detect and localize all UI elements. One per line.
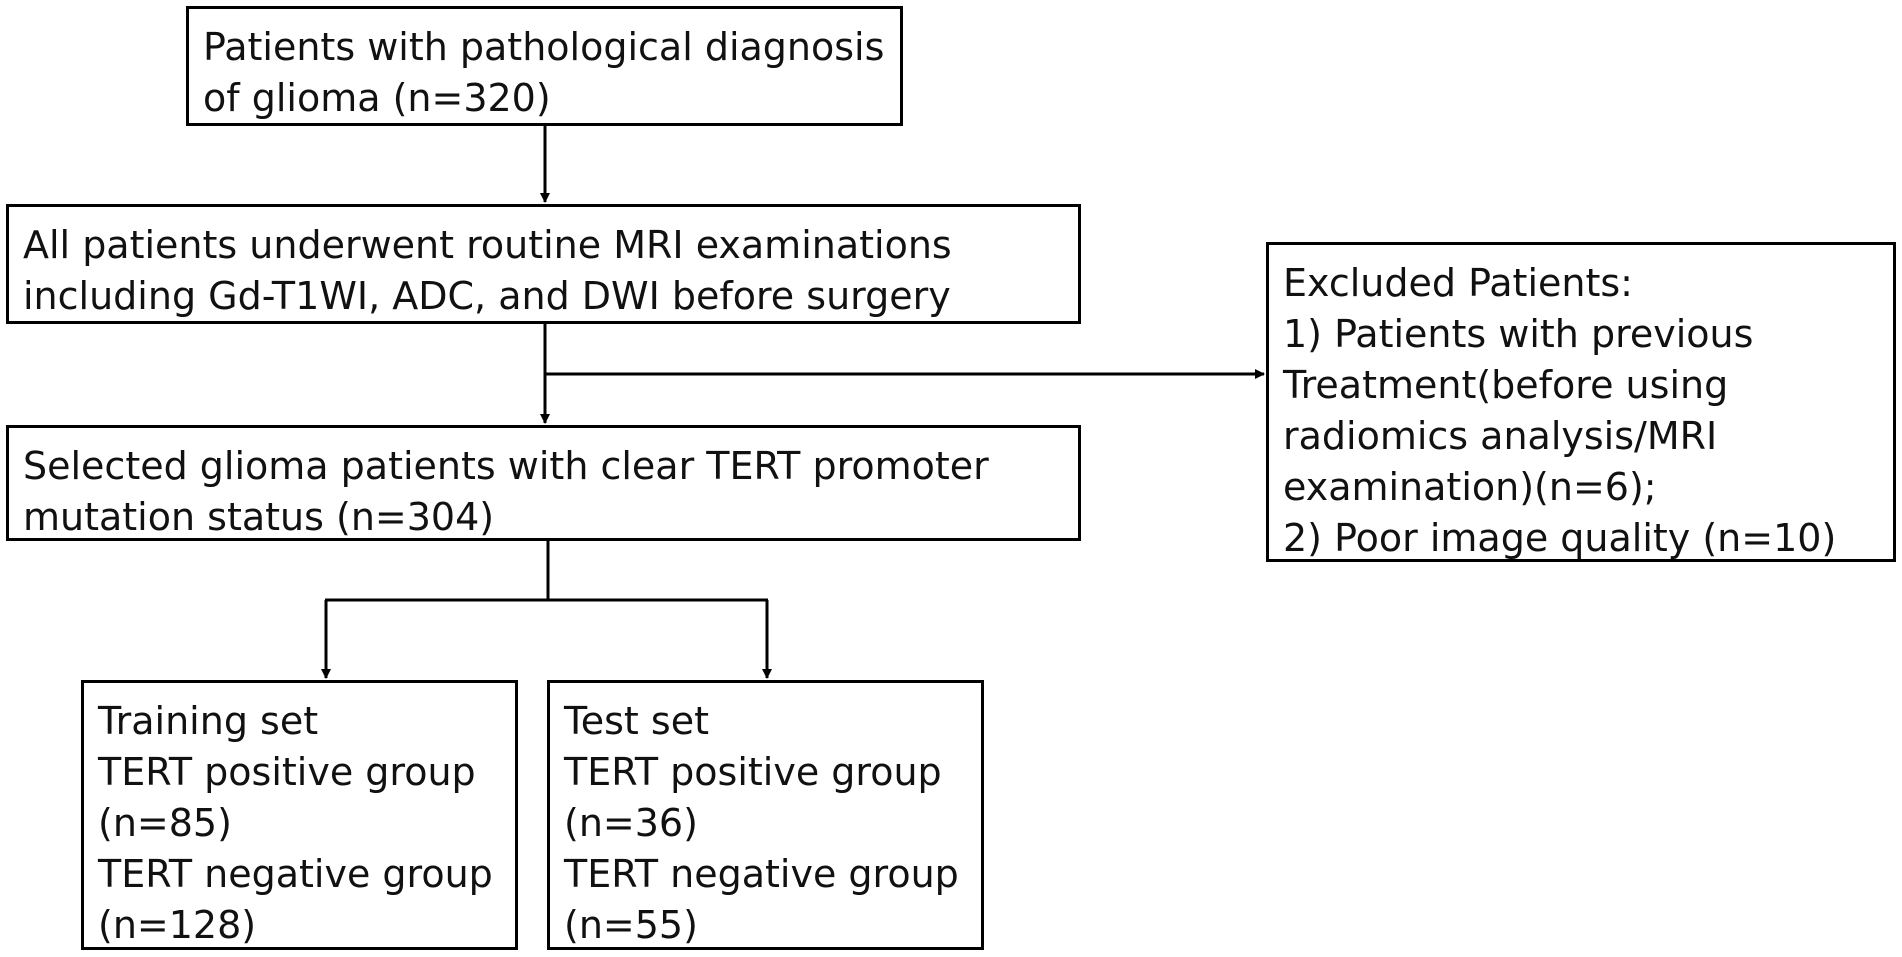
box-training-set: Training set TERT positive group (n=85) … <box>81 680 518 950</box>
box-text-line: Training set <box>98 699 319 743</box>
box-test-set: Test set TERT positive group (n=36) TERT… <box>547 680 984 950</box>
box-text-line: Patients with pathological diagnosis <box>203 25 885 69</box>
box-text-line: 2) Poor image quality (n=10) <box>1283 516 1837 560</box>
box-text-line: examination)(n=6); <box>1283 465 1657 509</box>
box-text-line: Test set <box>564 699 709 743</box>
box-text-line: TERT positive group <box>564 750 942 794</box>
box-text-line: radiomics analysis/MRI <box>1283 414 1718 458</box>
box-text-line: TERT negative group <box>564 852 959 896</box>
box-text-line: of glioma (n=320) <box>203 76 551 120</box>
box-text-line: (n=36) <box>564 801 698 845</box>
box-selected-patients: Selected glioma patients with clear TERT… <box>6 425 1081 541</box>
box-text-line: (n=128) <box>98 903 257 947</box>
box-text-line: 1) Patients with previous <box>1283 312 1754 356</box>
box-excluded-patients: Excluded Patients: 1) Patients with prev… <box>1266 242 1896 562</box>
box-mri-examinations: All patients underwent routine MRI exami… <box>6 204 1081 324</box>
box-text-line: (n=55) <box>564 903 698 947</box>
box-text-line: mutation status (n=304) <box>23 495 495 539</box>
box-text-line: including Gd-T1WI, ADC, and DWI before s… <box>23 274 951 318</box>
box-text-line: Excluded Patients: <box>1283 261 1633 305</box>
box-text-line: TERT positive group <box>98 750 476 794</box>
box-text-line: TERT negative group <box>98 852 493 896</box>
box-text-line: All patients underwent routine MRI exami… <box>23 223 952 267</box>
box-text-line: Treatment(before using <box>1283 363 1729 407</box>
box-text-line: Selected glioma patients with clear TERT… <box>23 444 989 488</box>
box-text-line: (n=85) <box>98 801 232 845</box>
box-pathological-diagnosis: Patients with pathological diagnosis of … <box>186 6 903 126</box>
